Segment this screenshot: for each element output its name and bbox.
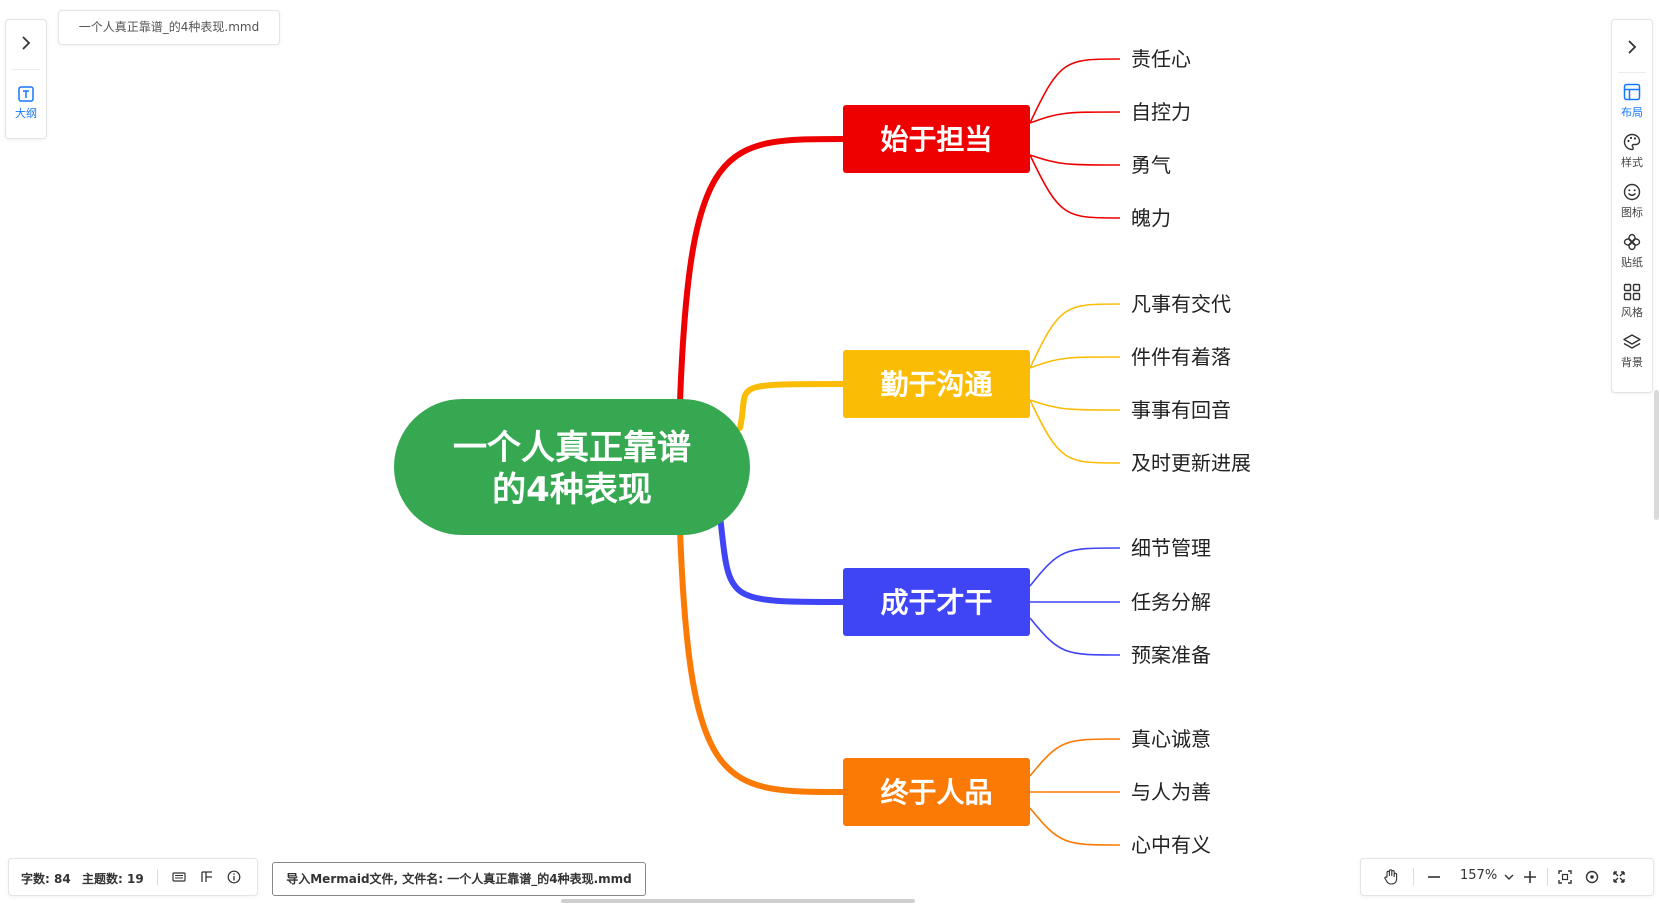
toolbar-sticker-button[interactable]: 贴纸 — [1612, 232, 1652, 278]
topic-count: 主题数: 19 — [82, 872, 144, 886]
root-node-shape — [394, 399, 750, 535]
keyboard-icon[interactable] — [172, 870, 186, 884]
divider — [1618, 72, 1646, 73]
root-title-line1: 一个人真正靠谱 — [453, 428, 691, 468]
leaf-node[interactable]: 件件有着落 — [1131, 345, 1231, 369]
branch-node-label: 成于才干 — [880, 586, 992, 619]
smiley-icon — [1623, 183, 1641, 201]
leaf-node[interactable]: 事事有回音 — [1131, 398, 1231, 422]
leaf-node[interactable]: 心中有义 — [1131, 833, 1211, 857]
left-panel: 大纲 — [5, 19, 47, 139]
root-title-line2: 的4种表现 — [492, 470, 652, 510]
leaf-node[interactable]: 真心诚意 — [1131, 727, 1211, 751]
horizontal-scrollbar[interactable] — [561, 899, 915, 903]
toolbar-style-button[interactable]: 样式 — [1612, 132, 1652, 178]
divider — [12, 69, 40, 70]
leaf-connector — [1029, 154, 1121, 166]
leaf-connector — [1029, 738, 1121, 777]
zoom-controls: 157% — [1360, 858, 1654, 896]
branch-node-box — [843, 568, 1030, 636]
locate-center-icon[interactable] — [1584, 868, 1600, 886]
leaf-node[interactable]: 自控力 — [1131, 100, 1191, 124]
leaf-connector — [1029, 58, 1121, 124]
zoom-in-icon[interactable] — [1522, 868, 1538, 886]
toolbar-icon-label: 图标 — [1621, 206, 1643, 219]
toolbar-background-button[interactable]: 背景 — [1612, 332, 1652, 378]
info-icon[interactable] — [227, 870, 241, 884]
leaf-connector — [1029, 356, 1121, 369]
status-message: 导入Mermaid文件, 文件名: 一个人真正靠谱_的4种表现.mmd — [272, 862, 646, 896]
divider — [157, 869, 158, 885]
connector-layer — [677, 58, 1121, 846]
toolbar-layout-label: 布局 — [1621, 106, 1643, 119]
leaf-node[interactable]: 责任心 — [1131, 47, 1191, 71]
sticker-icon — [1623, 233, 1641, 251]
branch-node-label: 始于担当 — [880, 123, 992, 156]
zoom-level[interactable]: 157% — [1460, 868, 1498, 883]
grid-icon — [1623, 283, 1641, 301]
outline-button[interactable]: 大纲 — [6, 85, 46, 131]
toolbar-style-label: 样式 — [1621, 156, 1643, 169]
leaf-node[interactable]: 魄力 — [1131, 206, 1171, 230]
leaf-connector — [1029, 399, 1121, 411]
right-toolbar: 布局 样式 图标 贴纸 风格 背景 — [1611, 19, 1653, 393]
branch-connector — [737, 381, 846, 431]
leaf-connector — [1029, 154, 1121, 219]
outline-label: 大纲 — [15, 107, 37, 120]
branch-connector — [717, 513, 846, 605]
leaf-connector — [1029, 547, 1121, 587]
leaf-node[interactable]: 及时更新进展 — [1131, 451, 1251, 475]
leaf-node[interactable]: 凡事有交代 — [1131, 292, 1231, 316]
zoom-out-icon[interactable] — [1426, 868, 1442, 886]
divider — [1413, 868, 1414, 886]
branch-node-box — [843, 105, 1030, 173]
toolbar-sticker-label: 贴纸 — [1621, 256, 1643, 269]
layout-icon — [1623, 83, 1641, 101]
leaf-node[interactable]: 与人为善 — [1131, 780, 1211, 804]
leaf-node[interactable]: 勇气 — [1131, 153, 1171, 177]
branch-node[interactable]: 终于人品 — [843, 758, 1030, 826]
toolbar-theme-button[interactable]: 风格 — [1612, 282, 1652, 328]
toolbar-icon-button[interactable]: 图标 — [1612, 182, 1652, 228]
toolbar-layout-button[interactable]: 布局 — [1612, 82, 1652, 128]
branch-node[interactable]: 始于担当 — [843, 105, 1030, 173]
leaf-node[interactable]: 细节管理 — [1131, 536, 1211, 560]
layers-icon — [1623, 334, 1641, 349]
chevron-down-icon[interactable] — [1503, 868, 1515, 886]
stats-bar: 字数: 84 主题数: 19 — [8, 858, 258, 896]
chevron-right-icon[interactable] — [17, 34, 35, 52]
vertical-scrollbar[interactable] — [1654, 390, 1659, 520]
structure-icon[interactable] — [200, 870, 214, 884]
chevron-right-icon[interactable] — [1623, 38, 1641, 56]
leaf-connector — [1029, 617, 1121, 656]
divider — [1547, 868, 1548, 886]
branch-node-box — [843, 758, 1030, 826]
leaf-node[interactable]: 任务分解 — [1131, 590, 1211, 614]
branch-node[interactable]: 成于才干 — [843, 568, 1030, 636]
word-count: 字数: 84 — [21, 872, 71, 886]
branch-node-label: 勤于沟通 — [880, 368, 992, 401]
leaf-connector — [1029, 399, 1121, 464]
branch-node-label: 终于人品 — [880, 776, 992, 809]
palette-icon — [1623, 133, 1641, 151]
branch-connector — [677, 136, 846, 405]
fit-screen-icon[interactable] — [1557, 868, 1573, 886]
branch-node[interactable]: 勤于沟通 — [843, 350, 1030, 418]
hand-icon[interactable] — [1383, 868, 1399, 886]
toolbar-theme-label: 风格 — [1621, 306, 1643, 319]
leaf-connector — [1029, 303, 1121, 369]
file-tab[interactable]: 一个人真正靠谱_的4种表现.mmd — [58, 10, 280, 45]
branch-connector — [677, 527, 846, 795]
fullscreen-icon[interactable] — [1611, 868, 1627, 886]
leaf-connector — [1029, 111, 1121, 124]
leaf-connector — [1029, 807, 1121, 846]
branch-node-box — [843, 350, 1030, 418]
text-box-icon — [18, 86, 34, 102]
leaf-node[interactable]: 预案准备 — [1131, 643, 1211, 667]
toolbar-background-label: 背景 — [1621, 356, 1643, 369]
